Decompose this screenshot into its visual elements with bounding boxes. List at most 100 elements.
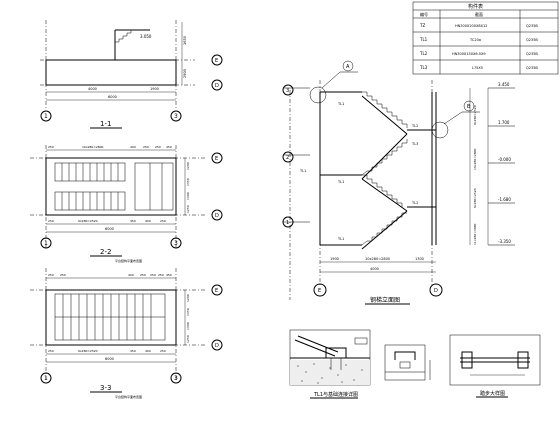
dim-label: 400 [145, 349, 151, 353]
axis-bubble [429, 283, 443, 297]
callout-label: A [346, 64, 350, 70]
dim-label: 9x280=2520 [473, 188, 477, 208]
dim-label: 1300 [415, 257, 424, 261]
level-mark: -1.680 [498, 197, 511, 202]
dim-label: 400 [145, 219, 151, 223]
table-row-grade: Q235B [526, 24, 538, 28]
dim-label: 250 [48, 219, 54, 223]
callout-bubble [463, 100, 475, 112]
axis-label: D [215, 83, 219, 89]
table-header-id: 编号 [420, 11, 428, 17]
axis-bubble [211, 152, 223, 164]
table-row-grade: Q235B [526, 66, 538, 70]
axis-bubble [40, 372, 52, 384]
axis-label: E [215, 156, 218, 162]
section-2-2: 250 10x280=2800 400 250 250 450 250 9x28… [30, 145, 223, 263]
axis-label: 1 [44, 113, 48, 120]
axis-label: D [215, 343, 219, 349]
table-header-section: 截面 [475, 11, 483, 17]
dim-label: 11x280=3080 [473, 223, 477, 245]
level-mark: 1.700 [498, 120, 510, 125]
table-row-id: TL2 [419, 51, 428, 56]
dim-label: 450 [166, 145, 172, 149]
dim-label: 250 [48, 273, 54, 277]
axis-bubble [313, 283, 327, 297]
section-title: 2-2 [100, 248, 111, 256]
level-mark: 3.050 [140, 34, 152, 39]
table-row-grade: Q235B [526, 52, 538, 56]
section-title: 1-1 [100, 120, 111, 128]
dim-label: 10x280=2800 [82, 145, 104, 149]
dim-label: 9x280=2520 [473, 105, 477, 125]
axis-label: 3 [174, 113, 178, 120]
callout-label: B [467, 104, 471, 110]
table-row-section: HN300X200X8X12 [455, 24, 487, 28]
dim-label: 450 [130, 349, 136, 353]
section-3-3: 250 250 400 250 250 250 450 250 9x280=25… [30, 268, 223, 399]
axis-label: 2 [286, 155, 289, 161]
table-title: 构件表 [468, 3, 483, 10]
dim-label: 250 [160, 349, 166, 353]
section-1-1: 3.050 1650 2900 4000 1900 6000 1 3 E D 1… [40, 20, 223, 129]
dim-label: 250 [158, 273, 164, 277]
dim-label: 1350 [186, 308, 190, 316]
member-label: TL1 [337, 102, 344, 106]
axis-bubble [211, 284, 223, 296]
axis-bubble [282, 216, 294, 228]
dim-label: 1900 [150, 87, 159, 91]
detail-title: TL1与基础连接详图 [313, 391, 358, 398]
section-note: 平台结构平面布置图 [115, 394, 142, 399]
table-row-grade: Q235B [526, 38, 538, 42]
member-label: TL2 [411, 201, 418, 205]
detail-tl1-foundation: TL1与基础连接详图 [289, 329, 371, 399]
elevation-title: 钢梯立面图 [370, 296, 400, 304]
dim-label: 6000 [105, 227, 114, 231]
dim-label: 250 [60, 273, 66, 277]
axis-label: D [215, 213, 219, 219]
table-row-section: HN300X150X6.5X9 [452, 52, 486, 56]
callout-bubble [342, 60, 354, 72]
axis-bubble [40, 237, 52, 249]
table-row-section: L75X5 [472, 66, 483, 70]
axis-bubble [211, 79, 223, 91]
dim-label: 1300 [186, 322, 190, 330]
axis-bubble [211, 54, 223, 66]
axis-bubble [282, 84, 294, 96]
dim-label: 400 [128, 273, 134, 277]
axis-bubble [282, 151, 294, 163]
axis-bubble [170, 237, 182, 249]
table-row-id: TZ [419, 23, 425, 28]
level-mark: 3.450 [498, 82, 510, 87]
axis-bubble [211, 339, 223, 351]
axis-bubble [211, 209, 223, 221]
dim-label: 9x280=2520 [78, 219, 98, 223]
dim-label: 2900 [183, 69, 187, 78]
dim-label: 250 [48, 145, 54, 149]
section-title: 3-3 [100, 384, 111, 392]
dim-label: 250 [140, 273, 146, 277]
member-label: TL1 [337, 237, 344, 241]
axis-label: 3 [286, 88, 289, 94]
axis-label: E [215, 288, 218, 294]
member-label: TL1 [299, 169, 306, 173]
detail-tread: 踏步大样图 [384, 334, 541, 398]
axis-label: D [434, 288, 438, 294]
dim-label: 9x280=2520 [78, 349, 98, 353]
dim-label: 1350 [186, 178, 190, 186]
axis-bubble [40, 110, 52, 122]
component-table: 构件表 编号 截面 TZ HN300X200X8X12 Q235B TL1 TC… [412, 1, 559, 75]
member-label: TL1 [337, 180, 344, 184]
dim-label: 400 [130, 145, 136, 149]
dim-label: 10x280=2800 [365, 257, 390, 261]
dim-label: 450 [130, 219, 136, 223]
dim-label: 1300 [186, 192, 190, 200]
member-label: TL2 [411, 124, 418, 128]
dim-label: 10x280=2800 [473, 148, 477, 170]
dim-label: 1250 [186, 205, 190, 213]
axis-bubble [170, 110, 182, 122]
dim-label: 250 [48, 349, 54, 353]
dim-label: 250 [143, 145, 149, 149]
dim-label: 250 [160, 219, 166, 223]
dim-label: 1650 [183, 36, 187, 45]
